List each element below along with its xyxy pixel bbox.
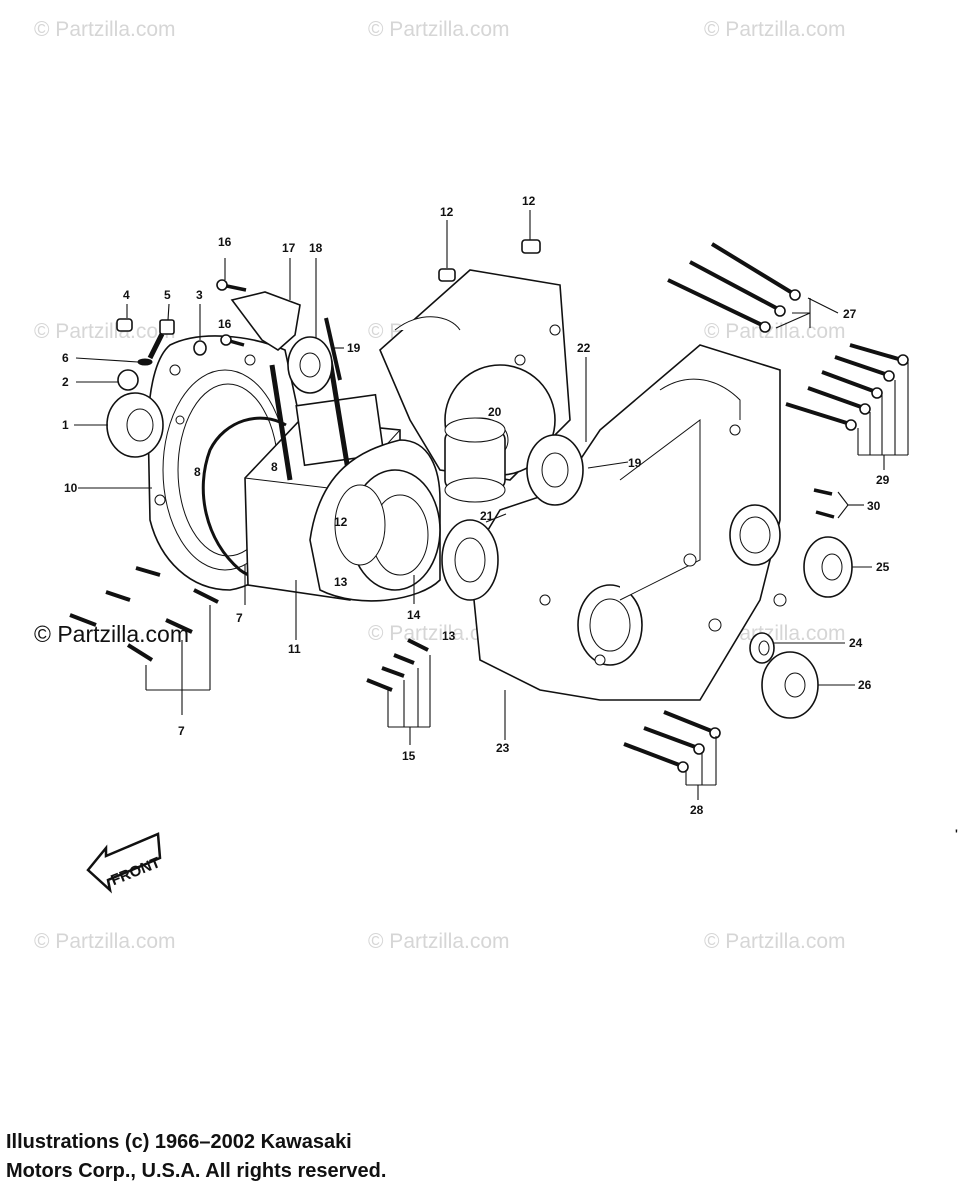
callout-6: 6 <box>62 351 69 365</box>
watermark: © Partzilla.com <box>368 930 510 953</box>
callout-10: 7 <box>236 611 243 625</box>
stud-19 <box>324 317 342 381</box>
bearing-19 <box>526 434 584 506</box>
washer-6 <box>137 358 153 366</box>
callout-14: 14 <box>407 608 421 622</box>
copyright-line-1: Illustrations (c) 1966–2002 Kawasaki <box>6 1131 352 1153</box>
callout-24: 24 <box>849 636 863 650</box>
callout-3: 3 <box>196 288 203 302</box>
crankcase-center <box>379 269 571 503</box>
callout-15: 15 <box>402 749 416 763</box>
callout-19: 19 <box>628 456 642 470</box>
bearing-18 <box>287 336 333 394</box>
bolt-5 <box>147 319 175 360</box>
callout-25: 25 <box>876 560 890 574</box>
callout-13: 13 <box>334 575 348 589</box>
callout-2: 2 <box>62 375 69 389</box>
callout-8: 8 <box>271 460 278 474</box>
callout-23: 23 <box>496 741 510 755</box>
dowel-pin-12 <box>521 239 541 254</box>
watermark: © Partzilla.com <box>34 18 176 41</box>
watermark: © Partzilla.com <box>34 320 176 343</box>
callout-29: 29 <box>876 473 890 487</box>
watermark: © Partzilla.com <box>34 930 176 953</box>
crankcase-right-23 <box>469 344 787 701</box>
bearing-26 <box>761 651 819 719</box>
callout-9: 10 <box>64 481 78 495</box>
callout-27: 27 <box>843 307 857 321</box>
callout-16: 16 <box>218 317 232 331</box>
callout-21: 21 <box>480 509 494 523</box>
callout-28: 28 <box>690 803 704 817</box>
screw-16 <box>220 334 245 347</box>
front-arrow: FRONT <box>86 832 163 894</box>
watermark: © Partzilla.com <box>704 18 846 41</box>
callout-5: 5 <box>164 288 171 302</box>
watermark: © Partzilla.com <box>704 930 846 953</box>
callout-11: 11 <box>288 642 301 656</box>
callout-labels: 4 5 3 6 2 1 10 16 16 17 18 19 12 12 22 2… <box>62 194 890 817</box>
o-ring-3 <box>193 340 207 356</box>
callout-8: 8 <box>194 465 201 479</box>
callout-26: 26 <box>858 678 872 692</box>
callout-30: 30 <box>867 499 881 513</box>
leader-lines <box>74 210 909 800</box>
callout-17: 17 <box>282 241 296 255</box>
callout-12: 12 <box>522 194 536 208</box>
watermark: © Partzilla.com <box>704 320 846 343</box>
copyright-notice: Illustrations (c) 1966–2002 Kawasaki Mot… <box>6 1128 386 1186</box>
callout-18: 18 <box>309 241 323 255</box>
bolts-27 <box>667 242 801 333</box>
bolts-15 <box>366 638 429 692</box>
washer-2 <box>117 369 139 391</box>
callout-12: 12 <box>440 205 454 219</box>
callout-7: 7 <box>178 724 185 738</box>
seal-24 <box>749 632 775 664</box>
bearing-25 <box>803 536 853 598</box>
callout-12: 12 <box>334 515 348 529</box>
plate-17 <box>230 291 301 351</box>
watermark: © Partzilla.com <box>368 622 510 645</box>
callout-22: 22 <box>577 341 591 355</box>
bolts-28 <box>623 710 721 773</box>
pin-4 <box>116 318 133 332</box>
bolts-7 <box>69 566 219 662</box>
watermarks: © Partzilla.com © Partzilla.com © Partzi… <box>34 18 846 953</box>
bolts-30 <box>813 488 835 519</box>
oil-seal-1 <box>106 392 164 458</box>
stray-mark: ' <box>955 827 958 841</box>
callout-16: 16 <box>218 235 232 249</box>
callout-13: 13 <box>442 629 456 643</box>
watermark-dark: © Partzilla.com <box>34 621 189 647</box>
watermark: © Partzilla.com <box>368 18 510 41</box>
screw-16 <box>216 279 247 292</box>
callout-19: 19 <box>347 341 361 355</box>
callout-1: 1 <box>62 418 69 432</box>
callout-20: 20 <box>488 405 502 419</box>
bearing-13 <box>441 519 499 601</box>
dowel-pin-12 <box>438 268 456 282</box>
callout-4: 4 <box>123 288 130 302</box>
crankcase-half <box>309 439 441 602</box>
copyright-line-2: Motors Corp., U.S.A. All rights reserved… <box>6 1160 387 1182</box>
bolts-29 <box>785 343 909 431</box>
